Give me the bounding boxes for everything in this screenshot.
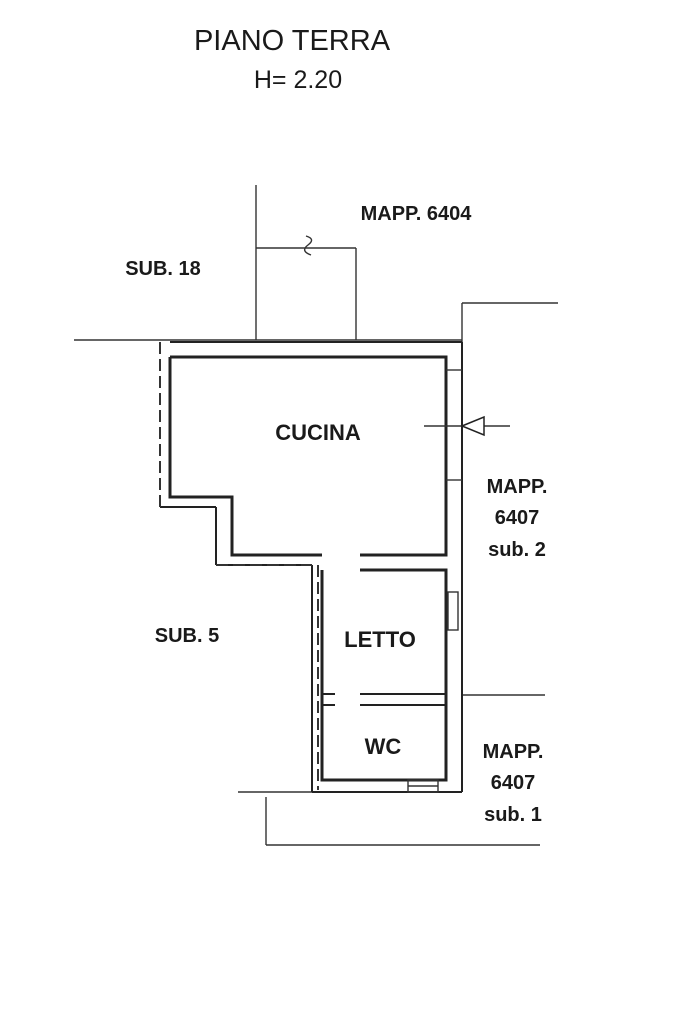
parcel-sub-18-label: SUB. 18 [125,258,201,280]
parcel-mapp-6407-sub1-line2: 6407 [491,772,536,794]
parcel-mapp-6407-sub2-line2: 6407 [495,507,540,529]
room-letto-label: LETTO [344,627,416,652]
parcel-mapp-6407-sub2-line1: MAPP. [487,476,548,498]
stair-symbol [303,235,313,256]
parcel-mapp-6404-label: MAPP. 6404 [361,203,473,225]
room-wc-label: WC [365,734,402,759]
parcel-sub-5-label: SUB. 5 [155,625,219,647]
entrance-arrow-icon [424,415,510,437]
room-cucina-label: CUCINA [275,420,361,445]
ceiling-height-label: H= 2.20 [254,66,342,94]
window-openings [407,369,462,793]
parcel-mapp-6407-sub1-line3: sub. 1 [484,804,542,826]
dashed-walls [159,342,319,790]
plan-title: PIANO TERRA [194,25,391,57]
parcel-mapp-6407-sub2-line3: sub. 2 [488,539,546,561]
unit-walls [160,341,463,793]
parcel-mapp-6407-sub1-line1: MAPP. [483,741,544,763]
